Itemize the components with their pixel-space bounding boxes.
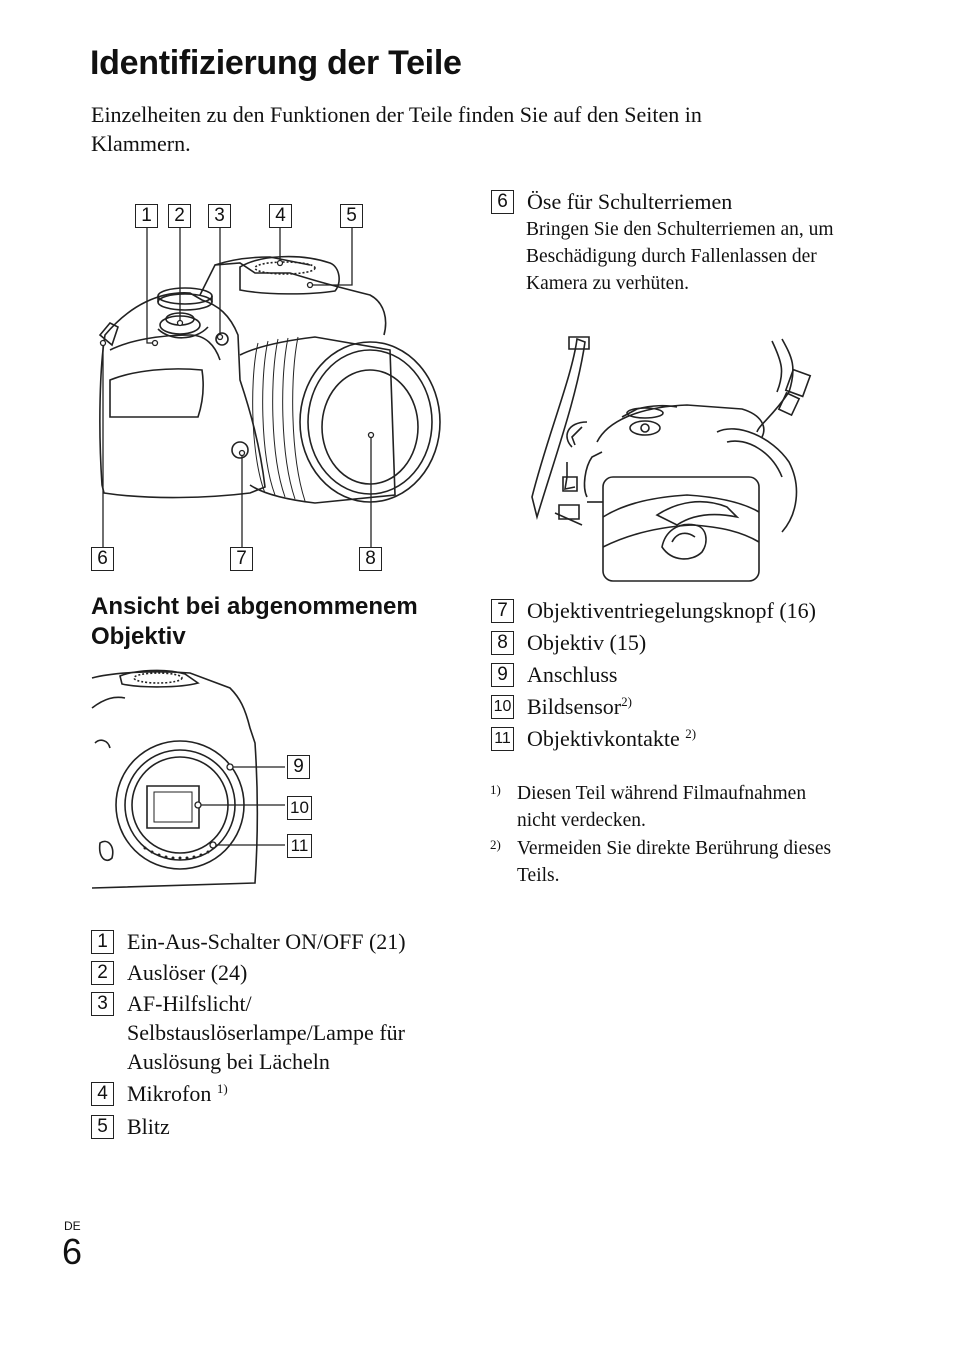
part-4-number: 4: [91, 1082, 114, 1106]
part-10-number: 10: [491, 695, 514, 719]
part-3-number: 3: [91, 992, 114, 1016]
part-5-label: Blitz: [127, 1112, 170, 1141]
part-9-label: Anschluss: [527, 660, 617, 689]
footnote-2-text: Vermeiden Sie direkte Berührung dieses T…: [517, 835, 837, 889]
part-5-number: 5: [91, 1115, 114, 1139]
part-2-label: Auslöser (24): [127, 958, 247, 987]
part-11-number: 11: [491, 727, 514, 751]
part-3-label-line3: Auslösung bei Lächeln: [127, 1047, 330, 1076]
footnote-1-mark: 1): [490, 776, 501, 803]
part-10-label: Bildsensor: [527, 694, 621, 719]
part-11-text: Objektivkontakte 2): [527, 724, 696, 753]
callout-7: 7: [230, 547, 253, 571]
part-11-label: Objektivkontakte: [527, 726, 685, 751]
part-1-label: Ein-Aus-Schalter ON/OFF (21): [127, 927, 406, 956]
part-2-number: 2: [91, 961, 114, 985]
callout-2: 2: [168, 204, 191, 228]
footnote-1-text: Diesen Teil während Filmaufnahmen nicht …: [517, 780, 837, 834]
part-7-label: Objektiventriegelungsknopf (16): [527, 596, 816, 625]
callout-5: 5: [340, 204, 363, 228]
callout-9: 9: [287, 755, 310, 779]
callout-6: 6: [91, 547, 114, 571]
callout-3: 3: [208, 204, 231, 228]
part-1-number: 1: [91, 930, 114, 954]
strap-illustration: [527, 337, 802, 582]
part-6-label: Öse für Schulterriemen: [527, 187, 732, 216]
part-8-label: Objektiv (15): [527, 628, 646, 657]
camera-mount-illustration: [90, 668, 320, 893]
page-title: Identifizierung der Teile: [90, 44, 462, 83]
part-3-label: AF-Hilfslicht/: [127, 989, 252, 1018]
part-6-number: 6: [491, 190, 514, 214]
camera-front-illustration: [90, 195, 450, 580]
callout-11: 11: [287, 834, 312, 858]
part-11-footnote-ref: 2): [685, 726, 696, 741]
section-heading: Ansicht bei abgenommenem Objektiv: [91, 592, 471, 652]
callout-1: 1: [135, 204, 158, 228]
page-number: 6: [62, 1231, 82, 1273]
part-6-description: Bringen Sie den Schulterriemen an, um Be…: [526, 216, 856, 297]
part-4-label: Mikrofon: [127, 1081, 217, 1106]
part-8-number: 8: [491, 631, 514, 655]
callout-8: 8: [359, 547, 382, 571]
callout-10: 10: [287, 796, 312, 820]
part-9-number: 9: [491, 663, 514, 687]
intro-text: Einzelheiten zu den Funktionen der Teile…: [91, 100, 791, 158]
part-3-label-line2: Selbstauslöserlampe/Lampe für: [127, 1018, 405, 1047]
callout-4: 4: [269, 204, 292, 228]
footnote-2-mark: 2): [490, 831, 501, 858]
part-7-number: 7: [491, 599, 514, 623]
part-4-text: Mikrofon 1): [127, 1079, 228, 1108]
part-4-footnote-ref: 1): [217, 1081, 228, 1096]
part-10-text: Bildsensor2): [527, 692, 632, 721]
part-10-footnote-ref: 2): [621, 694, 632, 709]
